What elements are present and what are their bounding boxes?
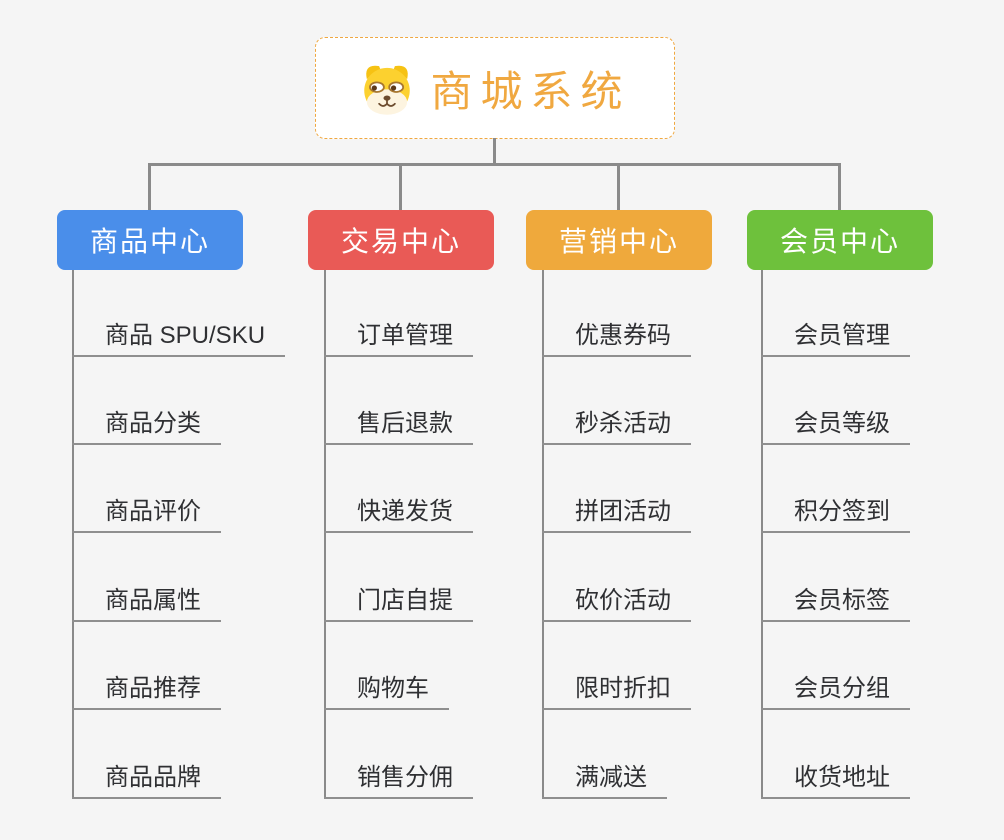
leaf-node[interactable]: 积分签到	[761, 497, 910, 533]
branch-column-marketing: 优惠券码 秒杀活动 拼团活动 砍价活动 限时折扣 满减送	[542, 0, 802, 840]
connector-horizontal	[148, 163, 841, 166]
leaf-node[interactable]: 会员等级	[761, 409, 910, 445]
leaf-node[interactable]: 收货地址	[761, 763, 910, 799]
dog-face-icon	[364, 65, 411, 115]
connector-trunk	[542, 270, 544, 799]
connector-trunk	[324, 270, 326, 799]
leaf-node[interactable]: 门店自提	[324, 586, 473, 622]
leaf-node[interactable]: 拼团活动	[542, 497, 691, 533]
root-node[interactable]: 商城系统	[315, 37, 675, 139]
branch-label: 营销中心	[558, 226, 679, 257]
leaf-node[interactable]: 商品分类	[72, 409, 221, 445]
root-title: 商城系统	[430, 67, 631, 115]
leaf-node[interactable]: 购物车	[324, 674, 449, 710]
leaf-node[interactable]: 优惠券码	[542, 321, 691, 357]
leaf-node[interactable]: 订单管理	[324, 321, 473, 357]
leaf-node[interactable]: 售后退款	[324, 409, 473, 445]
leaf-node[interactable]: 快递发货	[324, 497, 473, 533]
branch-box-product[interactable]: 商品中心	[57, 210, 243, 270]
leaf-node[interactable]: 销售分佣	[324, 763, 473, 799]
leaf-node[interactable]: 满减送	[542, 763, 667, 799]
leaf-node[interactable]: 商品推荐	[72, 674, 221, 710]
connector-trunk	[761, 270, 763, 799]
leaf-node[interactable]: 商品品牌	[72, 763, 221, 799]
connector-trunk	[72, 270, 74, 799]
connector-branch-drop-member	[838, 163, 841, 210]
leaf-node[interactable]: 秒杀活动	[542, 409, 691, 445]
branch-box-trade[interactable]: 交易中心	[308, 210, 494, 270]
connector-branch-drop-marketing	[617, 163, 620, 210]
leaf-node[interactable]: 商品属性	[72, 586, 221, 622]
branch-column-member: 会员管理 会员等级 积分签到 会员标签 会员分组 收货地址	[761, 0, 1004, 840]
branch-column-trade: 订单管理 售后退款 快递发货 门店自提 购物车 销售分佣	[324, 0, 584, 840]
branch-column-product: 商品 SPU/SKU 商品分类 商品评价 商品属性 商品推荐 商品品牌	[72, 0, 332, 840]
branch-label: 交易中心	[340, 226, 461, 257]
leaf-node[interactable]: 会员管理	[761, 321, 910, 357]
branch-box-marketing[interactable]: 营销中心	[526, 210, 712, 270]
connector-branch-drop-product	[148, 163, 151, 210]
leaf-node[interactable]: 商品评价	[72, 497, 221, 533]
leaf-node[interactable]: 砍价活动	[542, 586, 691, 622]
branch-label: 商品中心	[89, 226, 210, 257]
branch-box-member[interactable]: 会员中心	[747, 210, 933, 270]
connector-root-drop	[493, 138, 496, 164]
branch-label: 会员中心	[779, 226, 900, 257]
leaf-node[interactable]: 会员标签	[761, 586, 910, 622]
leaf-node[interactable]: 商品 SPU/SKU	[72, 321, 286, 357]
leaf-node[interactable]: 限时折扣	[542, 674, 691, 710]
connector-branch-drop-trade	[399, 163, 402, 210]
leaf-node[interactable]: 会员分组	[761, 674, 910, 710]
